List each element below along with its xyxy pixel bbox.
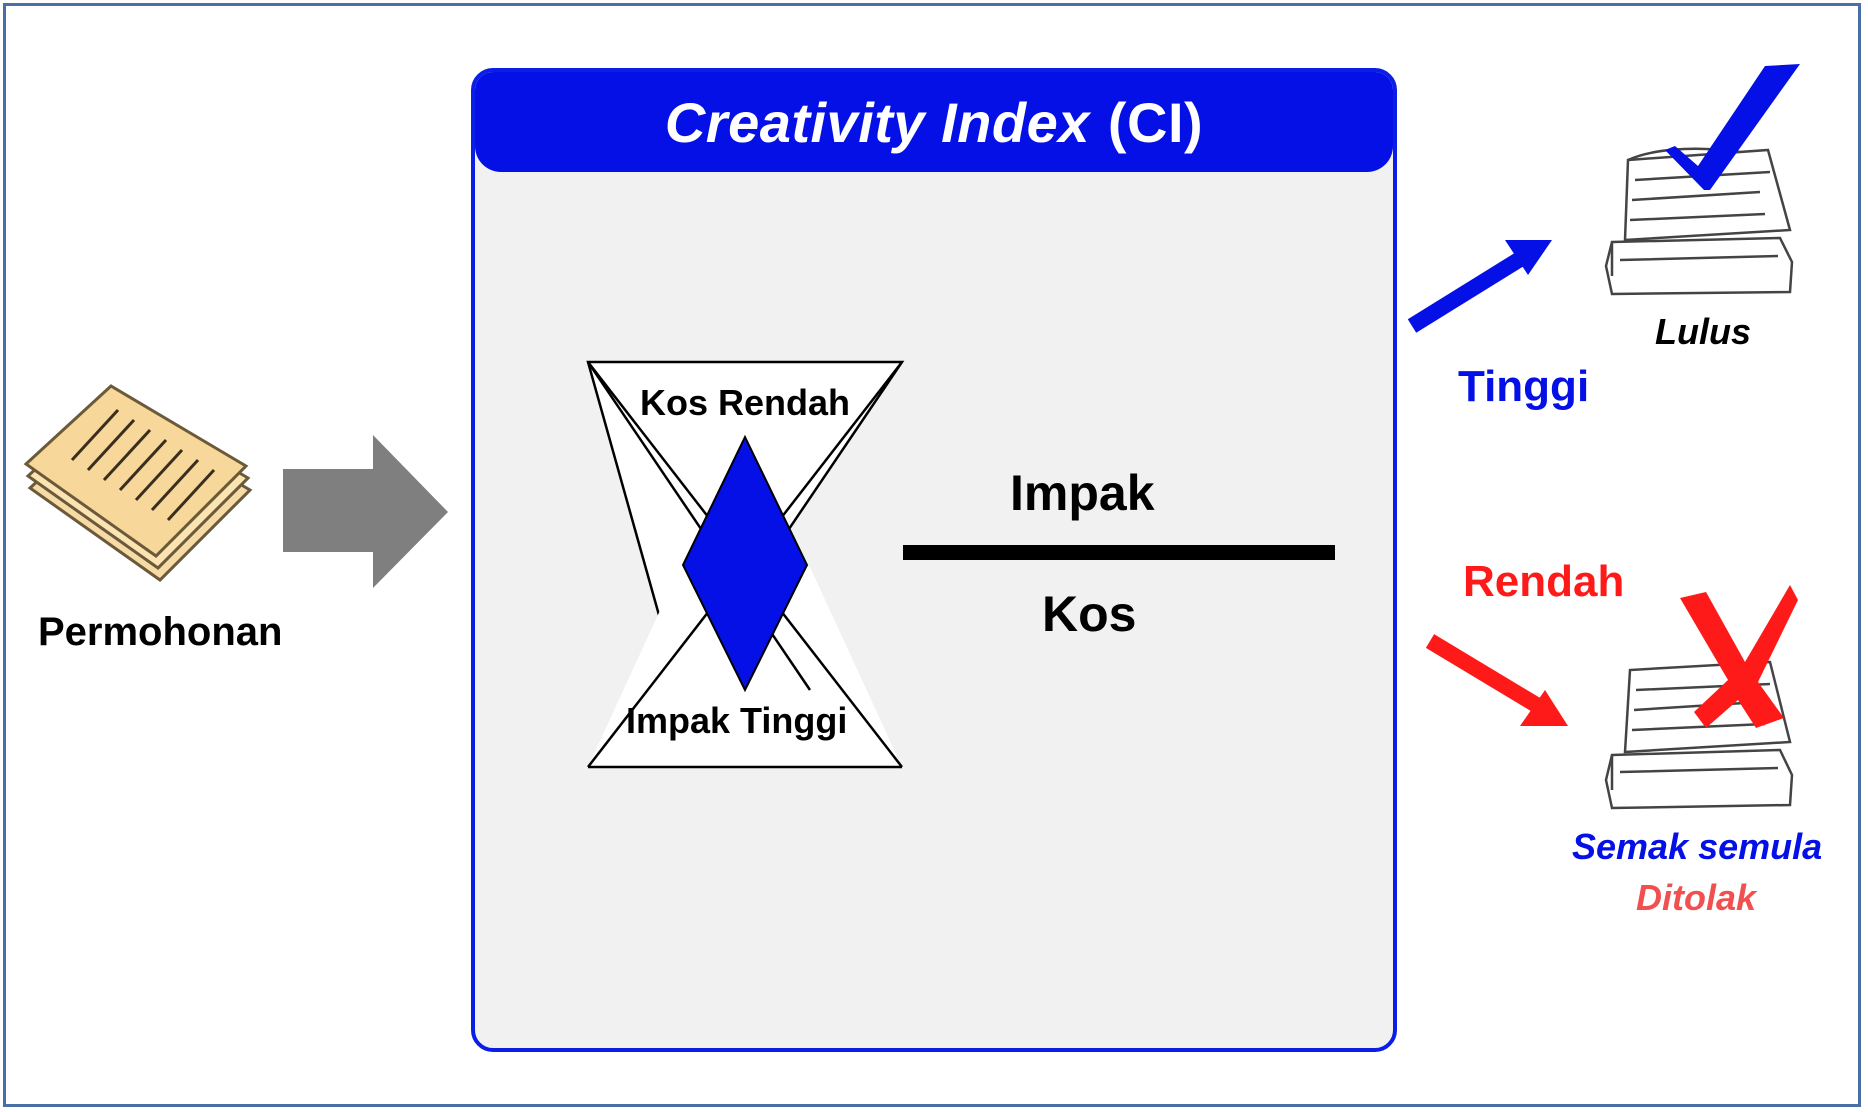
paper-stack-icon: [1604, 660, 1794, 810]
fraction-denominator: Kos: [1042, 586, 1137, 642]
fraction-line: [903, 545, 1335, 560]
high-result-label: Lulus: [1655, 311, 1751, 352]
panel-title: Creativity Index (CI): [475, 72, 1393, 172]
down-right-arrow: [1425, 634, 1568, 726]
paper-stack-icon: [1604, 147, 1794, 296]
hourglass-top-label: Kos Rendah: [640, 382, 851, 423]
input-arrow: [283, 435, 448, 588]
low-arrow-label: Rendah: [1463, 557, 1625, 606]
low-result-line2: Ditolak: [1636, 877, 1757, 918]
low-result-line1: Semak semula: [1572, 826, 1823, 867]
fraction-numerator: Impak: [1010, 465, 1155, 521]
hourglass-bottom-label: Impak Tinggi: [626, 700, 848, 741]
documents-icon: [23, 384, 253, 582]
panel-title-suffix: (CI): [1107, 90, 1204, 154]
diamond-shape: [681, 434, 809, 693]
input-label: Permohonan: [38, 610, 283, 654]
hourglass-shape: [586, 360, 905, 769]
high-arrow-label: Tinggi: [1458, 362, 1590, 411]
diagram-frame: [3, 3, 1861, 1107]
panel-title-italic: Creativity Index: [664, 90, 1090, 154]
cross-icon: [1680, 585, 1798, 728]
checkmark-icon: [1665, 64, 1800, 190]
up-right-arrow: [1407, 240, 1552, 333]
